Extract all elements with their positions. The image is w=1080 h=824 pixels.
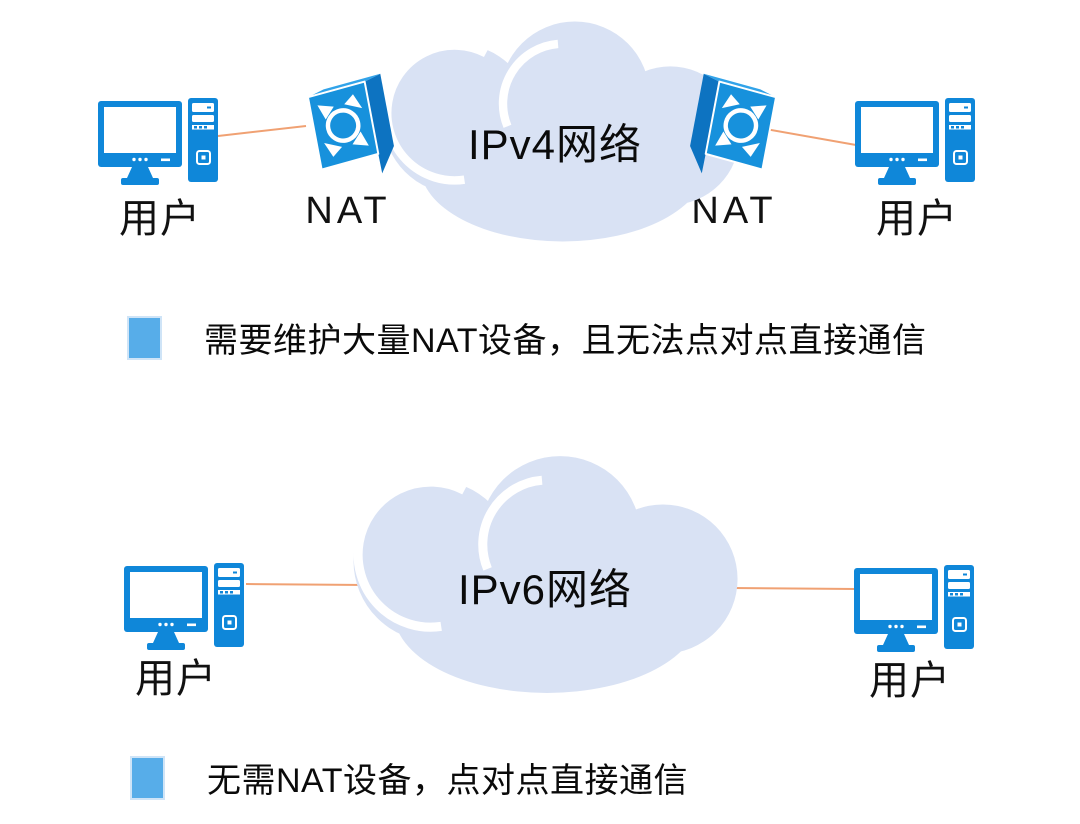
connector-line	[759, 127, 857, 146]
nat-router-icon	[302, 64, 396, 191]
desktop-computer-icon	[855, 93, 975, 193]
user-label: 用户	[876, 197, 958, 241]
nat-label: NAT	[305, 190, 391, 232]
desktop-computer-icon	[854, 560, 974, 660]
nat-label: NAT	[691, 190, 777, 232]
user-label: 用户	[135, 657, 217, 701]
ipv4-note-row: 需要维护大量NAT设备，且无法点对点直接通信	[127, 313, 926, 362]
user-label: 用户	[869, 659, 951, 703]
ipv4-note-text: 需要维护大量NAT设备，且无法点对点直接通信	[204, 322, 927, 360]
ipv4-network-label: IPv4网络	[467, 121, 643, 168]
user-label: 用户	[119, 197, 201, 241]
desktop-computer-icon	[98, 93, 218, 193]
ipv6-note-text: 无需NAT设备，点对点直接通信	[207, 762, 688, 800]
bullet-square	[127, 315, 162, 360]
connector-line	[217, 125, 307, 137]
ipv6-note-row: 无需NAT设备，点对点直接通信	[130, 753, 688, 802]
ipv6-network-label: IPv6网络	[457, 566, 633, 613]
desktop-computer-icon	[124, 558, 244, 658]
bullet-square	[130, 755, 165, 800]
